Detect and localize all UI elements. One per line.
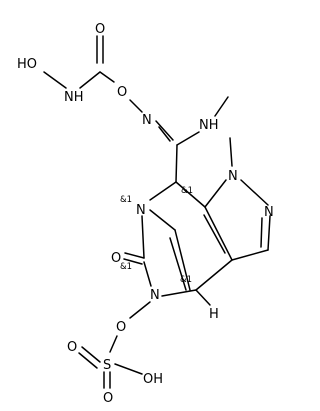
atom-sulfur-o-bottom: O xyxy=(103,391,113,406)
atom-bridge-n: N xyxy=(136,203,146,218)
bond-carbonyl-ester-o xyxy=(99,71,115,83)
bond-bridge-n-ch2 xyxy=(149,209,176,231)
bond-bridgehead-h xyxy=(195,289,211,306)
atom-ring-n: N xyxy=(150,288,160,303)
atom-ester-o: O xyxy=(117,85,127,100)
stereo-labels: &1 &1 &1 &1 xyxy=(120,186,193,285)
stereo-label-c-bridgehead: &1 xyxy=(180,275,192,285)
bond-ch2-bridgehead xyxy=(174,229,191,291)
bond-s-oh xyxy=(114,363,143,375)
atom-pyrazole-n2: N xyxy=(264,205,274,220)
atom-amidine-nh: NH xyxy=(199,118,219,133)
bond-s-o-left-a xyxy=(81,346,101,363)
bond-oxime-n-c-a xyxy=(155,120,174,141)
stereo-label-n-bridge: &1 xyxy=(120,195,132,205)
stereo-label-c-lactam: &1 xyxy=(120,262,132,272)
bond-nh-carbonyl xyxy=(79,71,101,89)
atom-sulfur: S xyxy=(103,358,111,373)
bond-lactam-o-b xyxy=(123,258,143,265)
bond-ch2-bridgehead-b xyxy=(169,237,187,291)
bond-amidine-stereo-c xyxy=(175,144,178,183)
bond-pyr-n2-ch-a xyxy=(267,215,271,251)
atom-sulfate-o: O xyxy=(116,320,126,335)
bond-ring-n-o xyxy=(129,301,151,319)
atom-lactam-o: O xyxy=(111,251,121,266)
atom-carbonyl-o: O xyxy=(95,22,105,37)
bond-o-s xyxy=(109,335,118,353)
atom-carbamate-nh: NH xyxy=(64,90,84,105)
bond-c-amidine-nh xyxy=(176,131,200,146)
structure-canvas: HO NH O O N NH N N N O N O S O O OH H &1… xyxy=(17,22,274,406)
atom-sulfur-oh: OH xyxy=(143,372,163,387)
atom-bridgehead-h: H xyxy=(209,307,219,322)
atom-pyrazole-n1: N xyxy=(228,169,238,184)
bond-bridgehead-pyr-c xyxy=(195,259,233,291)
stereo-label-c-amidine: &1 xyxy=(181,186,193,196)
bond-bridge-n-lactam-c xyxy=(141,215,145,259)
bond-pyr-c-c-b xyxy=(203,214,226,254)
bond-ring-n-bridgehead xyxy=(161,289,197,297)
bond-pyr-c-n1 xyxy=(204,179,227,208)
bond-pyr-ch-c xyxy=(231,249,269,261)
bond-s-o-left-b xyxy=(78,352,98,369)
bond-n1-methyl xyxy=(229,137,233,167)
bond-lactam-o-a xyxy=(124,252,145,259)
bond-pyr-n2-ch-b xyxy=(260,217,263,248)
bond-nh-methyl xyxy=(214,96,229,117)
bond-oxime-n-c-b xyxy=(158,126,171,142)
bond-lines xyxy=(43,35,271,389)
bond-ester-o-oxime-n xyxy=(129,99,143,113)
bond-lactam-c-ring-n xyxy=(143,261,152,287)
atom-sulfur-o-left: O xyxy=(67,340,77,355)
bond-stereo-c-bridge-n xyxy=(149,181,177,201)
atom-oxime-n: N xyxy=(142,113,152,128)
molecule-diagram: HO NH O O N NH N N N O N O S O O OH H &1… xyxy=(17,22,274,406)
bond-pyr-c-c-a xyxy=(204,206,233,261)
bond-ho-nh xyxy=(43,71,67,89)
atom-labels: HO NH O O N NH N N N O N O S O O OH H xyxy=(17,22,274,406)
bond-stereo-c-pyrazole-c xyxy=(175,181,206,208)
bond-pyr-n1-n2 xyxy=(240,179,269,206)
atom-hydroxy-o: HO xyxy=(17,57,37,72)
